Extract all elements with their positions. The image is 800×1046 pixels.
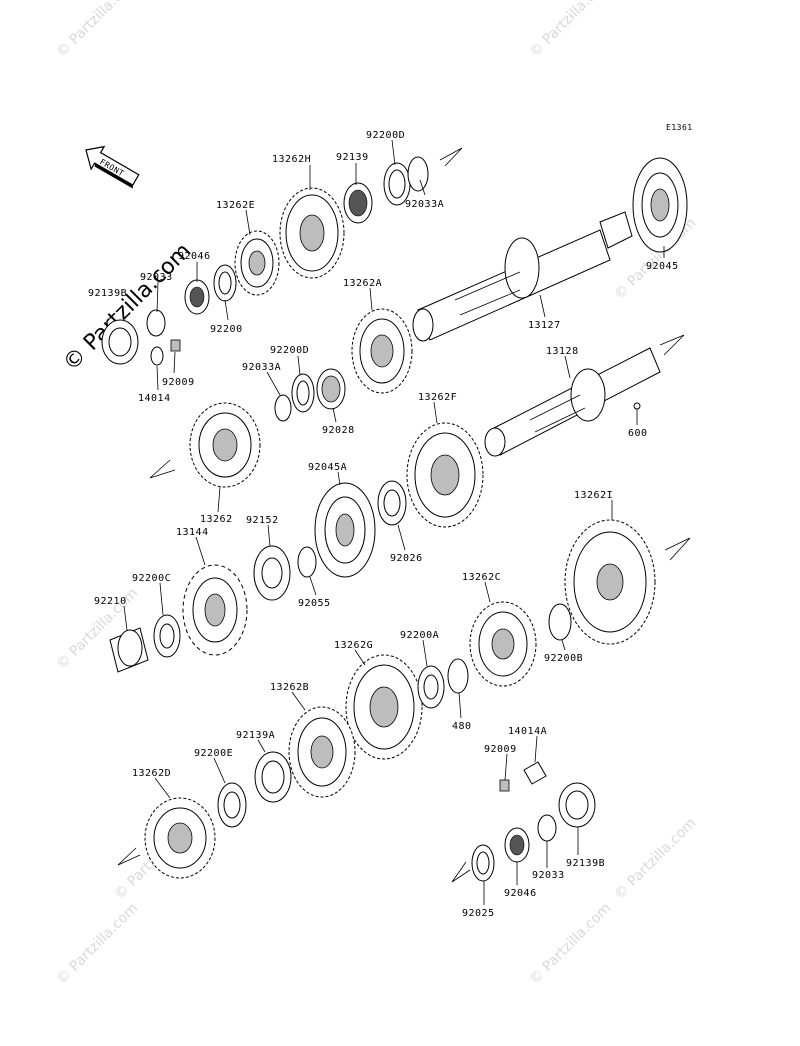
washer-92200	[213, 264, 237, 302]
label-13262F: 13262F	[418, 392, 457, 403]
gear-13262H	[279, 187, 345, 279]
label-13262H: 13262H	[272, 154, 311, 165]
circlip-92033-bot	[537, 814, 557, 842]
label-92046-top: 92046	[178, 251, 211, 262]
washer-92026	[377, 480, 407, 526]
washer-92200A	[417, 665, 445, 709]
label-92033-bot: 92033	[532, 870, 565, 881]
label-13262E: 13262E	[216, 200, 255, 211]
circlip-92033A-top	[407, 156, 429, 192]
gear-13262B	[288, 706, 356, 798]
label-92046-bot: 92046	[504, 888, 537, 899]
watermark-lower-right: © Partzilla.com	[612, 815, 700, 903]
needle-bearing-92046-bot	[504, 827, 530, 863]
label-13262: 13262	[200, 514, 233, 525]
bushing-92139A	[254, 751, 292, 803]
label-92045A: 92045A	[308, 462, 347, 473]
washer-92200C	[153, 614, 181, 658]
countershaft-13127	[412, 211, 633, 342]
watermark-top-right: © Partzilla.com	[527, 0, 615, 61]
label-13262C: 13262C	[462, 572, 501, 583]
label-92200D-top: 92200D	[366, 130, 405, 141]
label-14014A: 14014A	[508, 726, 547, 737]
washer-92200D-mid	[291, 373, 315, 413]
label-92009-top: 92009	[162, 377, 195, 388]
label-92200B: 92200B	[544, 653, 583, 664]
label-92028: 92028	[322, 425, 355, 436]
gear-13262C	[469, 601, 537, 687]
part-labels: 13262H 92139 92200D 92033A 13262E 92046 …	[88, 130, 679, 919]
label-92026: 92026	[390, 553, 423, 564]
needle-bearing-92046-top	[184, 279, 210, 315]
label-92025: 92025	[462, 908, 495, 919]
gear-13262D	[144, 797, 216, 879]
label-92045: 92045	[646, 261, 679, 272]
label-92033A-top: 92033A	[405, 199, 444, 210]
label-92033-top: 92033	[140, 272, 173, 283]
label-13144: 13144	[176, 527, 209, 538]
label-13262B: 13262B	[270, 682, 309, 693]
gear-13262G	[345, 654, 423, 760]
front-direction-arrow: FRONT	[85, 145, 140, 189]
label-13262A: 13262A	[343, 278, 382, 289]
screw-92009-top	[170, 339, 181, 352]
label-92009-bot: 92009	[484, 744, 517, 755]
label-480: 480	[452, 721, 472, 732]
label-13128: 13128	[546, 346, 579, 357]
watermark-bottom-left: © Partzilla.com	[54, 900, 142, 988]
collar-92152	[253, 545, 291, 601]
sprocket-13144	[182, 564, 248, 656]
label-13262G: 13262G	[334, 640, 373, 651]
diagram-code: E1361	[666, 123, 693, 132]
mainshaft-13128	[484, 347, 661, 457]
gear-13262F	[406, 422, 484, 528]
collar-92028	[316, 368, 346, 410]
nut-92210	[109, 627, 149, 673]
label-92200D-mid: 92200D	[270, 345, 309, 356]
label-13262I: 13262I	[574, 490, 613, 501]
label-14014: 14014	[138, 393, 171, 404]
label-92139B-bot: 92139B	[566, 858, 605, 869]
label-92200A: 92200A	[400, 630, 439, 641]
gear-13262	[189, 402, 261, 488]
bearing-92139B-bot	[558, 782, 596, 828]
washer-92200E	[217, 782, 247, 828]
washer-92200B	[548, 603, 572, 641]
label-92200C: 92200C	[132, 573, 171, 584]
circlip-92033A-mid	[274, 394, 292, 422]
label-92055: 92055	[298, 598, 331, 609]
part-600	[633, 402, 641, 410]
label-600: 600	[628, 428, 648, 439]
circlip-480	[447, 658, 469, 694]
bearing-92139B-top	[101, 319, 139, 365]
label-92210: 92210	[94, 596, 127, 607]
label-13262D: 13262D	[132, 768, 171, 779]
label-13127: 13127	[528, 320, 561, 331]
bearing-92045A	[314, 482, 376, 578]
plate-14014A	[523, 761, 547, 785]
label-92139: 92139	[336, 152, 369, 163]
gear-13262A	[351, 308, 413, 394]
needle-bearing-92139	[343, 182, 373, 224]
label-92200: 92200	[210, 324, 243, 335]
axis-indicators	[117, 147, 691, 883]
leader-lines	[123, 139, 665, 905]
bearing-92045	[632, 157, 688, 253]
gear-13262I	[564, 519, 656, 645]
plate-14014	[150, 346, 164, 366]
label-92152: 92152	[246, 515, 279, 526]
oring-92055	[297, 546, 317, 578]
watermark-bottom-right: © Partzilla.com	[527, 900, 615, 988]
label-92139B-top: 92139B	[88, 288, 127, 299]
label-92033A-mid: 92033A	[242, 362, 281, 373]
washer-92025	[471, 844, 495, 882]
screw-92009-bot	[499, 779, 510, 792]
circlip-92033-top	[146, 309, 166, 337]
watermark-top-left: © Partzilla.com	[54, 0, 142, 61]
label-92139A: 92139A	[236, 730, 275, 741]
gear-13262E	[234, 230, 280, 296]
label-92200E: 92200E	[194, 748, 233, 759]
